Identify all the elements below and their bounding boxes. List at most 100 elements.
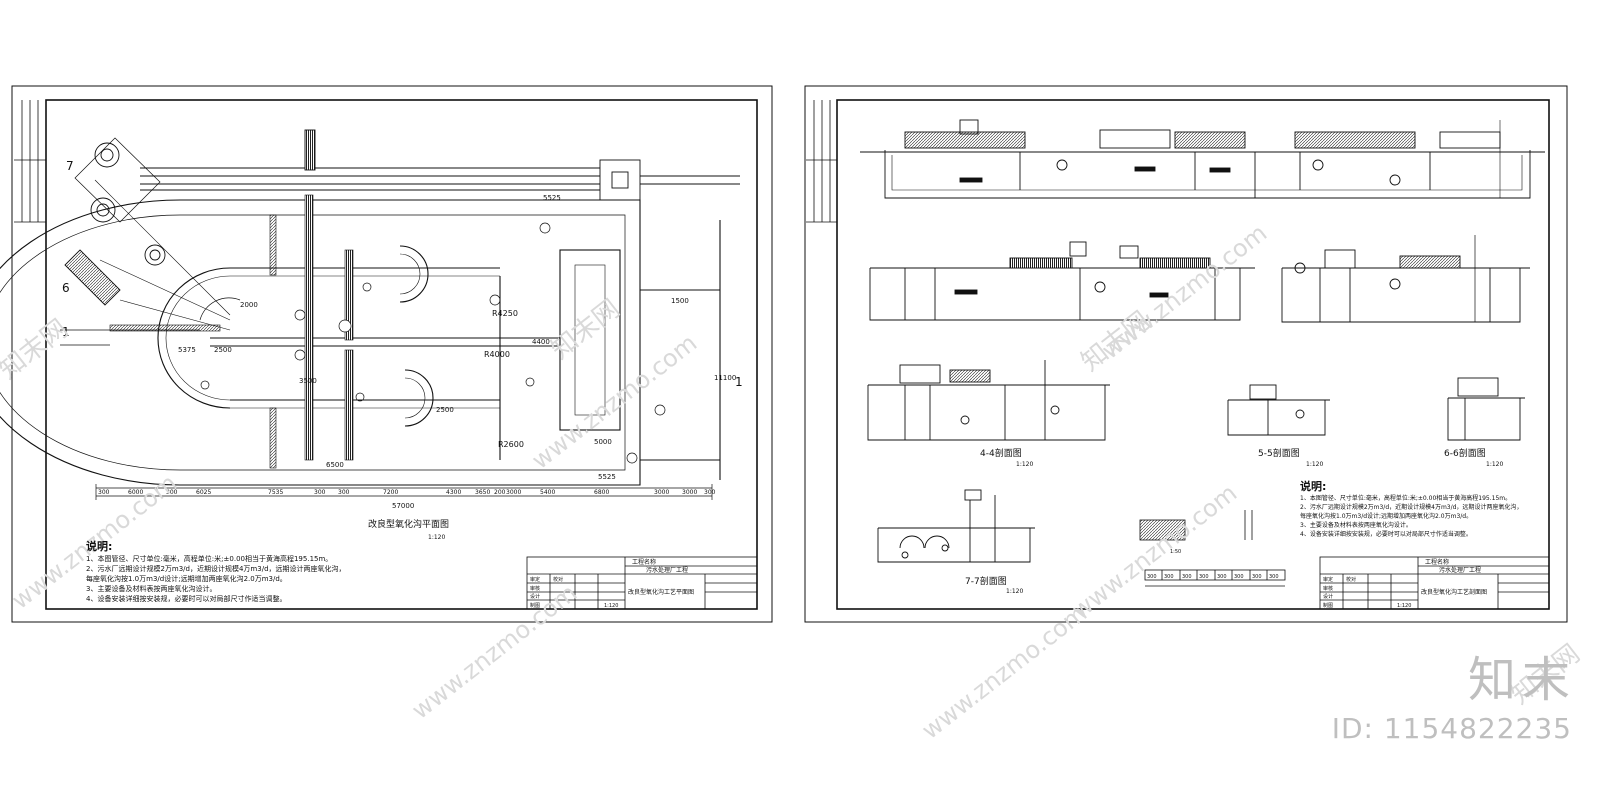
label-6500: 6500	[326, 461, 344, 469]
long-section	[860, 119, 1545, 199]
label-11100: 11100	[714, 374, 736, 382]
section-title-6-6: 6-6剖面图	[1444, 447, 1486, 459]
label-r2600: R2600	[498, 440, 524, 449]
right-sheet-frame	[836, 99, 1550, 610]
left-sheet	[0, 85, 773, 623]
label-5000: 5000	[594, 438, 612, 446]
right-note-line: 4、设备安装详细按安装规，必要时可以对局部尺寸作适当调整。	[1300, 531, 1472, 538]
label-5525a: 5525	[543, 194, 561, 202]
left-tb-row4: 制图	[530, 602, 540, 609]
right-note-line: 每座氧化沟按1.0万m3/d设计;远期增加两座氧化沟2.0万m3/d。	[1300, 513, 1473, 520]
dim-7: 7200	[383, 489, 398, 496]
dim-2: 300	[166, 489, 178, 496]
right-notes: 说明: 1、本图管径、尺寸单位:毫米，高程单位:米;±0.00相当于黄海高程19…	[1300, 480, 1545, 539]
left-note-line: 3、主要设备及材料表按两座氧化沟设计。	[86, 585, 217, 593]
left-drawing-scale: 1:120	[428, 534, 445, 541]
left-tb-row2: 校对	[553, 576, 563, 583]
watermark-6: www.znzmo.com	[916, 599, 1092, 745]
label-2000: 2000	[240, 301, 258, 309]
top-pipe-corridor	[140, 129, 740, 201]
right-sheet	[804, 85, 1568, 623]
right-tb-project: 工程名称	[1425, 558, 1449, 566]
section-title-5-5: 5-5剖面图	[1258, 447, 1300, 459]
label-2500a: 2500	[214, 346, 232, 354]
watermark-cn-3: 知末网	[1076, 306, 1156, 378]
dim-16: 300	[704, 489, 716, 496]
equipment-circles	[200, 222, 666, 464]
right-sheet-border	[804, 85, 1568, 623]
total-length: 57000	[392, 502, 414, 510]
section-mark-1-right: 1	[735, 375, 743, 389]
lower-sections	[867, 360, 1525, 441]
right-tb-row0: 审定	[1323, 576, 1333, 583]
dim-13: 6800	[594, 489, 609, 496]
dim-6: 300	[338, 489, 350, 496]
dim-14: 3000	[654, 489, 669, 496]
detail-dim-4: 300	[1217, 574, 1227, 580]
dim-1: 6000	[128, 489, 143, 496]
right-note-line: 3、主要设备及材料表按两座氧化沟设计。	[1300, 522, 1412, 529]
dim-4: 7535	[268, 489, 283, 496]
dim-5: 300	[314, 489, 326, 496]
section-scale-4-4: 1:120	[1016, 461, 1033, 468]
oxidation-ditch-outline	[0, 199, 721, 486]
detail-dim-1: 300	[1164, 574, 1174, 580]
right-tb-plant: 污水处理厂工程	[1439, 566, 1481, 574]
right-tb-row3: 设计	[1323, 593, 1333, 600]
label-r4000: R4000	[484, 350, 510, 359]
left-notes-heading: 说明:	[86, 540, 113, 553]
left-tb-drawing: 改良型氧化沟工艺平面图	[628, 588, 694, 596]
detail-dim-0: 300	[1147, 574, 1157, 580]
right-tb-row2: 校对	[1346, 576, 1356, 583]
detail-dim-5: 300	[1234, 574, 1244, 580]
right-notes-heading: 说明:	[1300, 480, 1327, 493]
left-sheet-frame	[45, 99, 758, 610]
section-scale-6-6: 1:120	[1486, 461, 1503, 468]
watermark-3: www.znzmo.com	[1066, 479, 1242, 625]
detail-dim-3: 300	[1199, 574, 1209, 580]
inlet-structures	[60, 137, 241, 346]
label-3500: 3500	[299, 377, 317, 385]
left-title-block	[526, 556, 758, 610]
section-mark-1-left: 1	[62, 325, 70, 339]
left-tb-plant: 污水处理厂工程	[646, 566, 688, 574]
dim-11: 3000	[506, 489, 521, 496]
left-tb-row1: 审核	[530, 585, 540, 592]
bottom-dim-line	[95, 484, 713, 500]
section-mark-7: 7	[66, 159, 74, 173]
left-dim-texts: 300 6000 300 6025 7535 300 300 7200 4300…	[62, 159, 743, 609]
left-note-line: 2、污水厂远期设计规模2万m3/d，近期设计规模4万m3/d，远期设计两座氧化沟…	[86, 565, 346, 573]
right-tb-row1: 审核	[1323, 585, 1333, 592]
label-2500b: 2500	[436, 406, 454, 414]
section-title-4-4: 4-4剖面图	[980, 447, 1022, 459]
dim-10: 200	[494, 489, 506, 496]
aerator-bars	[109, 194, 354, 469]
section-title-7-7: 7-7剖面图	[965, 575, 1007, 587]
dim-15: 3000	[682, 489, 697, 496]
left-tb-scale: 1:120	[604, 603, 618, 609]
image-id-watermark: ID: 1154822235	[1331, 712, 1572, 745]
left-tb-row0: 审定	[530, 576, 540, 583]
section-scale-5-5: 1:120	[1306, 461, 1323, 468]
label-r4250: R4250	[492, 309, 518, 318]
dim-8: 4300	[446, 489, 461, 496]
dim-9: 3650	[475, 489, 490, 496]
left-sheet-border	[11, 85, 773, 623]
detail-scale: 1:50	[1170, 549, 1181, 555]
left-tb-project: 工程名称	[632, 558, 656, 566]
brand-watermark: 知末	[1467, 652, 1576, 708]
middle-sections	[869, 235, 1530, 323]
left-tb-row3: 设计	[530, 593, 540, 600]
right-texts: 4-4剖面图 1:120 5-5剖面图 1:120 6-6剖面图 1:120 7…	[965, 447, 1503, 609]
left-note-line: 1、本图管径、尺寸单位:毫米，高程单位:米;±0.00相当于黄海高程195.15…	[86, 555, 333, 563]
left-drawing-title: 改良型氧化沟平面图	[368, 518, 449, 530]
section-scale-7-7: 1:120	[1006, 588, 1023, 595]
watermark-cn-2: 知末网	[546, 294, 626, 366]
label-1500: 1500	[671, 297, 689, 305]
dim-3: 6025	[196, 489, 211, 496]
left-note-line: 4、设备安装详细按安装规，必要时可以对局部尺寸作适当调整。	[86, 595, 287, 603]
detail-dim-2: 300	[1182, 574, 1192, 580]
left-note-line: 每座氧化沟按1.0万m3/d设计;远期增加两座氧化沟2.0万m3/d。	[86, 575, 287, 583]
watermark-5: www.znzmo.com	[406, 579, 582, 725]
